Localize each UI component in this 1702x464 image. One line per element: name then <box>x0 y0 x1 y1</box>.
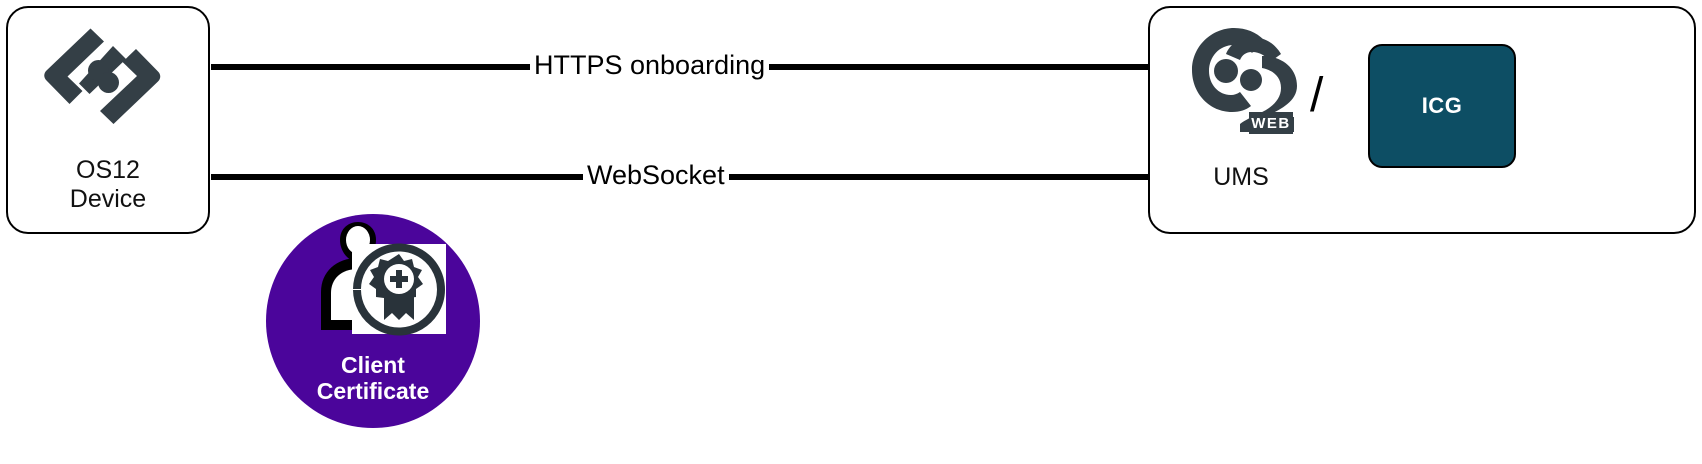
user-with-certificate-icon <box>300 222 446 362</box>
edge-label-websocket: WebSocket <box>583 160 729 191</box>
icg-badge-label: ICG <box>1421 93 1463 118</box>
client-certificate-caption: Client Certificate <box>316 352 430 404</box>
node-ums-caption: UMS <box>1213 163 1269 191</box>
node-os12-device-caption: OS12 Device <box>69 156 147 213</box>
svg-text:WEB: WEB <box>1251 115 1291 132</box>
ums-web-brand-logo: WEB <box>1182 24 1312 142</box>
os12-brand-logo <box>42 24 162 128</box>
icg-badge[interactable]: ICG <box>1368 44 1516 168</box>
node-os12-device[interactable] <box>6 6 210 234</box>
logo-separator-slash: / <box>1310 69 1324 122</box>
edge-label-https-onboarding: HTTPS onboarding <box>530 50 770 81</box>
